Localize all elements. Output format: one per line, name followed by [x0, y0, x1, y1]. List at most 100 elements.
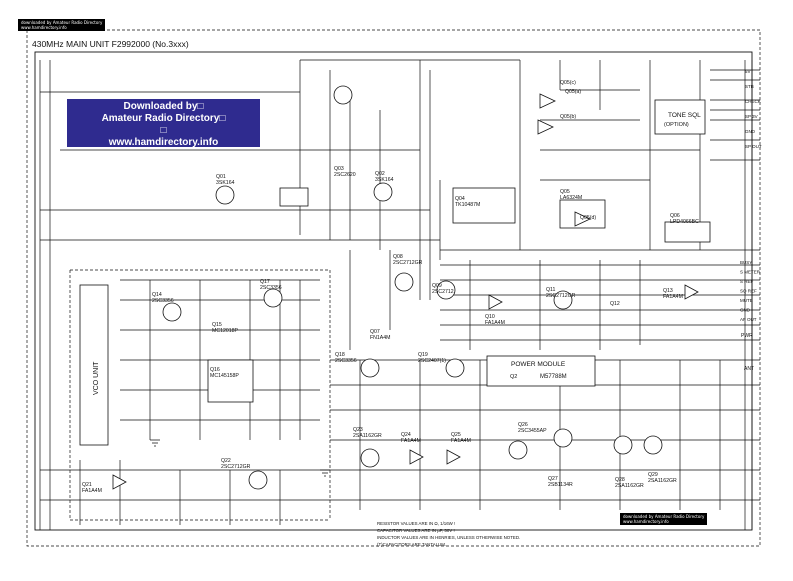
j04-pin-label: SQ REF — [740, 289, 757, 294]
q06-ic — [664, 221, 711, 243]
transistor-ref-label: Q15 — [212, 322, 222, 328]
corner-tag-top: downloaded by Amateur Radio Directory ww… — [18, 19, 106, 31]
q16-ic — [207, 359, 254, 403]
transistor-part-label: MC145158P — [210, 373, 239, 379]
transistor-ref-label: Q27 — [548, 476, 558, 482]
transistor-ref-label: Q29 — [648, 472, 658, 478]
transistor-ref-label: Q28 — [615, 477, 625, 483]
components — [79, 85, 711, 490]
transistor-part-label: 2SA1162GR — [648, 478, 677, 484]
footer-tag-sub: Amateur Radio Directory — [654, 514, 705, 519]
transistor-ref-label: Q23 — [353, 427, 363, 433]
transistor-part-label: 2SC2407(1) — [418, 358, 446, 364]
transistor-ref-label: Q01 — [216, 174, 226, 180]
watermark-line-1: Downloaded by□ — [123, 101, 204, 112]
j04-pin-label: GND — [740, 308, 751, 313]
transistor-part-label: FA1A4M — [82, 488, 102, 494]
power-module-part: M57788M — [540, 374, 567, 380]
transistor-part-label: FA1A4M — [451, 438, 471, 444]
j07-pin-label: SP OUT — [745, 144, 762, 149]
schematic-notes: RESISTOR VALUES ARE IN Ω, 1/16W ! CAPACI… — [377, 520, 520, 548]
transistor-ref-label: Q25 — [451, 432, 461, 438]
transistor-ref-label: Q05(b) — [560, 114, 576, 120]
transistor-ref-label: Q04 — [455, 196, 465, 202]
transistor-ref-label: Q21 — [82, 482, 92, 488]
note-line: INDUCTOR VALUES ARE IN HENRIES, UNLESS O… — [377, 535, 521, 540]
j04-pin-label: MUTE — [740, 298, 753, 303]
transistor-part-label: FN1A4M — [370, 335, 390, 341]
transistor-ref-label: Q24 — [401, 432, 411, 438]
footer-tag-url: www.hamdirectory.info — [623, 519, 669, 524]
unit-border — [26, 29, 761, 547]
watermark-line-2: Amateur Radio Directory□ — [101, 113, 226, 124]
transistor-ref-label: Q05(a) — [565, 89, 581, 95]
transistor-part-label: 3SK164 — [375, 177, 394, 183]
transistor-part-label: 2SC2712 — [432, 289, 454, 295]
power-module-box — [486, 355, 596, 387]
vco-unit-label: VCO UNIT — [93, 361, 100, 395]
transistor-part-label: 3SK164 — [216, 180, 235, 186]
note-line: (T)CAPACITORS ARE TANTALUM. — [377, 542, 447, 547]
transistor-part-label: 2SC2712GR — [546, 293, 576, 299]
j07-pin-label: SP 3V — [745, 114, 758, 119]
transistor-part-label: TK10487M — [455, 202, 480, 208]
transistor-ref-label: Q09 — [432, 283, 442, 289]
transistor-part-label: FA1A4M — [401, 438, 421, 444]
tone-sql-label: TONE SQL — [668, 112, 701, 119]
diagram-title: 430MHz MAIN UNIT F2992000 (No.3xxx) — [32, 39, 189, 49]
power-module-label: POWER MODULE — [511, 361, 566, 368]
j07-pin-labels: 5V STB CHECK SP 3V GND SP OUT — [745, 69, 762, 149]
transistor-ref-label: Q16 — [210, 367, 220, 373]
transistor-part-label: 2SC3455AP — [518, 428, 547, 434]
note-line: CAPACITOR VALUES ARE IN μF, 50V ! — [377, 528, 455, 533]
transistor-ref-label: Q13 — [663, 288, 673, 294]
transistor-ref-label: Q08 — [393, 254, 403, 260]
transistor-part-label: 2SC3356 — [152, 298, 174, 304]
j04-pin-label: S METER — [740, 270, 761, 275]
transistor-part-label: 2SA1162GR — [615, 483, 644, 489]
corner-tag-url: www.hamdirectory.info — [21, 25, 67, 30]
transistor-part-label: MC12018P — [212, 328, 238, 334]
j07-pin-label: GND — [745, 129, 756, 134]
corner-tag-sub: Amateur Radio Directory — [52, 20, 103, 25]
transistor-ref-label: Q18 — [335, 352, 345, 358]
transistor-ref-label: Q02 — [375, 171, 385, 177]
download-watermark: Downloaded by□ Amateur Radio Directory□ … — [67, 99, 260, 148]
transistor-part-label: 2SB1134R — [548, 482, 573, 488]
tone-sql-box — [654, 99, 706, 135]
transistor-part-label: 2SC3356 — [335, 358, 357, 364]
power-module-q2: Q2 — [510, 374, 517, 380]
watermark-line-3: □ — [160, 125, 167, 136]
crystal-filter — [279, 187, 309, 207]
transistor-ref-label: Q05(d) — [580, 215, 596, 221]
transistor-part-label: 2SA1162GR — [353, 433, 382, 439]
corner-tag-bottom: downloaded by Amateur Radio Directory ww… — [620, 513, 708, 525]
transistor-ref-label: Q07 — [370, 329, 380, 335]
j07-pin-label: CHECK — [745, 99, 761, 104]
q05-ic — [559, 199, 606, 229]
note-line: RESISTOR VALUES ARE IN Ω, 1/16W ! — [377, 521, 456, 526]
transistor-ref-label: Q05(c) — [560, 80, 576, 86]
transistor-ref-label: Q22 — [221, 458, 231, 464]
transistor-ref-label: Q03 — [334, 166, 344, 172]
transistor-part-label: 2SC3356 — [260, 285, 282, 291]
j07-pin-label: STB — [745, 84, 754, 89]
j04-pin-label: BUSY — [740, 260, 752, 265]
transistor-ref-label: Q12 — [610, 301, 620, 307]
tone-sql-option-label: (OPTION) — [664, 122, 689, 128]
q01-symbol — [215, 185, 235, 205]
transistor-part-label: 2SC2712GR — [393, 260, 423, 266]
ant-label: ANT — [744, 366, 754, 372]
transistor-part-label: LPD4066BC — [670, 219, 699, 225]
vco-unit-box — [79, 284, 109, 446]
transistor-part-label: FA1A4M — [663, 294, 683, 300]
transistor-ref-label: Q05 — [560, 189, 570, 195]
watermark-line-4: www.hamdirectory.info — [108, 137, 219, 148]
j07-pin-label: 5V — [745, 69, 751, 74]
q03-symbol — [333, 85, 353, 105]
transistor-ref-label: Q26 — [518, 422, 528, 428]
transistor-part-label: LA6324M — [560, 195, 582, 201]
transistor-ref-label: Q19 — [418, 352, 428, 358]
